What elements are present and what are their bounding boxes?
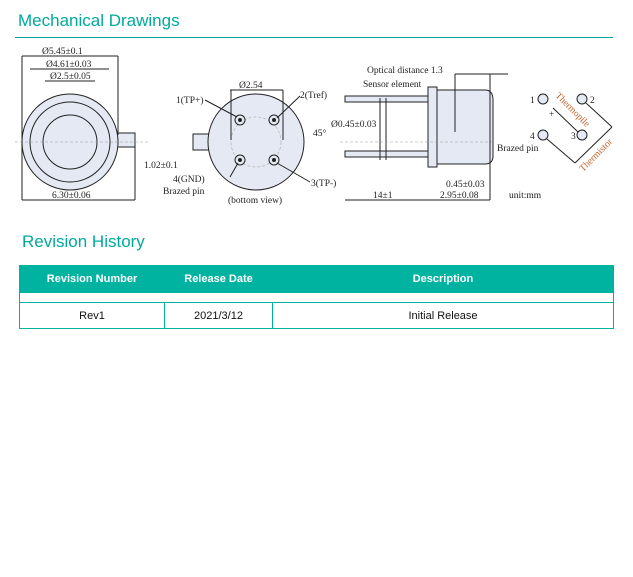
drawing-label: 4 [530, 132, 535, 142]
cell-revision: Rev1 [19, 302, 165, 329]
drawing-label: 14±1 [373, 191, 393, 201]
drawing-label: Optical distance 1.3 [367, 66, 443, 76]
table-header: Revision Number Release Date Description [19, 265, 614, 293]
header-date: Release Date [164, 265, 273, 293]
drawing-label: 3(TP-) [311, 178, 336, 189]
cell-date: 2021/3/12 [164, 302, 273, 329]
drawing-label: 2 [590, 96, 595, 106]
drawing-label: 45° [313, 128, 327, 139]
side-view: Optical distance 1.3 Sensor element Ø0.4… [331, 66, 542, 201]
top-view: Ø5.45±0.1 Ø4.61±0.03 Ø2.5±0.05 1.02±0.1 … [15, 47, 178, 201]
divider [15, 37, 613, 38]
drawing-label: 2(Tref) [300, 90, 327, 101]
dim-d3: Ø2.5±0.05 [50, 72, 91, 82]
drawing-label: Ø2.54 [239, 81, 263, 91]
drawing-label: (bottom view) [228, 195, 282, 206]
drawing-label: Sensor element [363, 80, 422, 90]
header-description: Description [272, 265, 614, 293]
section-title-mechanical: Mechanical Drawings [18, 11, 180, 30]
drawing-label: Ø0.45±0.03 [331, 120, 377, 130]
drawing-label: 4(GND) [173, 174, 205, 185]
drawing-label: unit:mm [509, 191, 542, 201]
table-row: Rev1 2021/3/12 Initial Release [19, 302, 614, 329]
dim-width: 6.30±0.06 [52, 191, 91, 201]
cell-description: Initial Release [272, 302, 614, 329]
revision-table: Revision Number Release Date Description… [19, 265, 614, 329]
drawing-label: Brazed pin [163, 187, 205, 197]
header-revision: Revision Number [19, 265, 165, 293]
drawing-label: 3 [571, 132, 576, 142]
drawing-label: 1 [530, 96, 535, 106]
section-title-revision: Revision History [22, 232, 145, 251]
drawing-label: Brazed pin [497, 144, 539, 154]
mechanical-drawing: Ø5.45±0.1 Ø4.61±0.03 Ø2.5±0.05 1.02±0.1 … [15, 47, 616, 206]
dim-d2: Ø4.61±0.03 [46, 60, 92, 70]
dim-tab: 1.02±0.1 [144, 161, 178, 171]
drawing-label: 1(TP+) [176, 95, 204, 106]
pin-schematic: 1 2 3 4 + Thermopile Thermistor Brazed p… [497, 91, 616, 174]
drawing-label: 2.95±0.08 [440, 191, 479, 201]
bottom-view: Ø2.54 1(TP+) 2(Tref) 3(TP-) 4(GND) Braze… [163, 81, 336, 206]
dim-d1: Ø5.45±0.1 [42, 47, 83, 57]
drawing-label: 0.45±0.03 [446, 180, 485, 190]
drawing-label: + [549, 110, 554, 120]
